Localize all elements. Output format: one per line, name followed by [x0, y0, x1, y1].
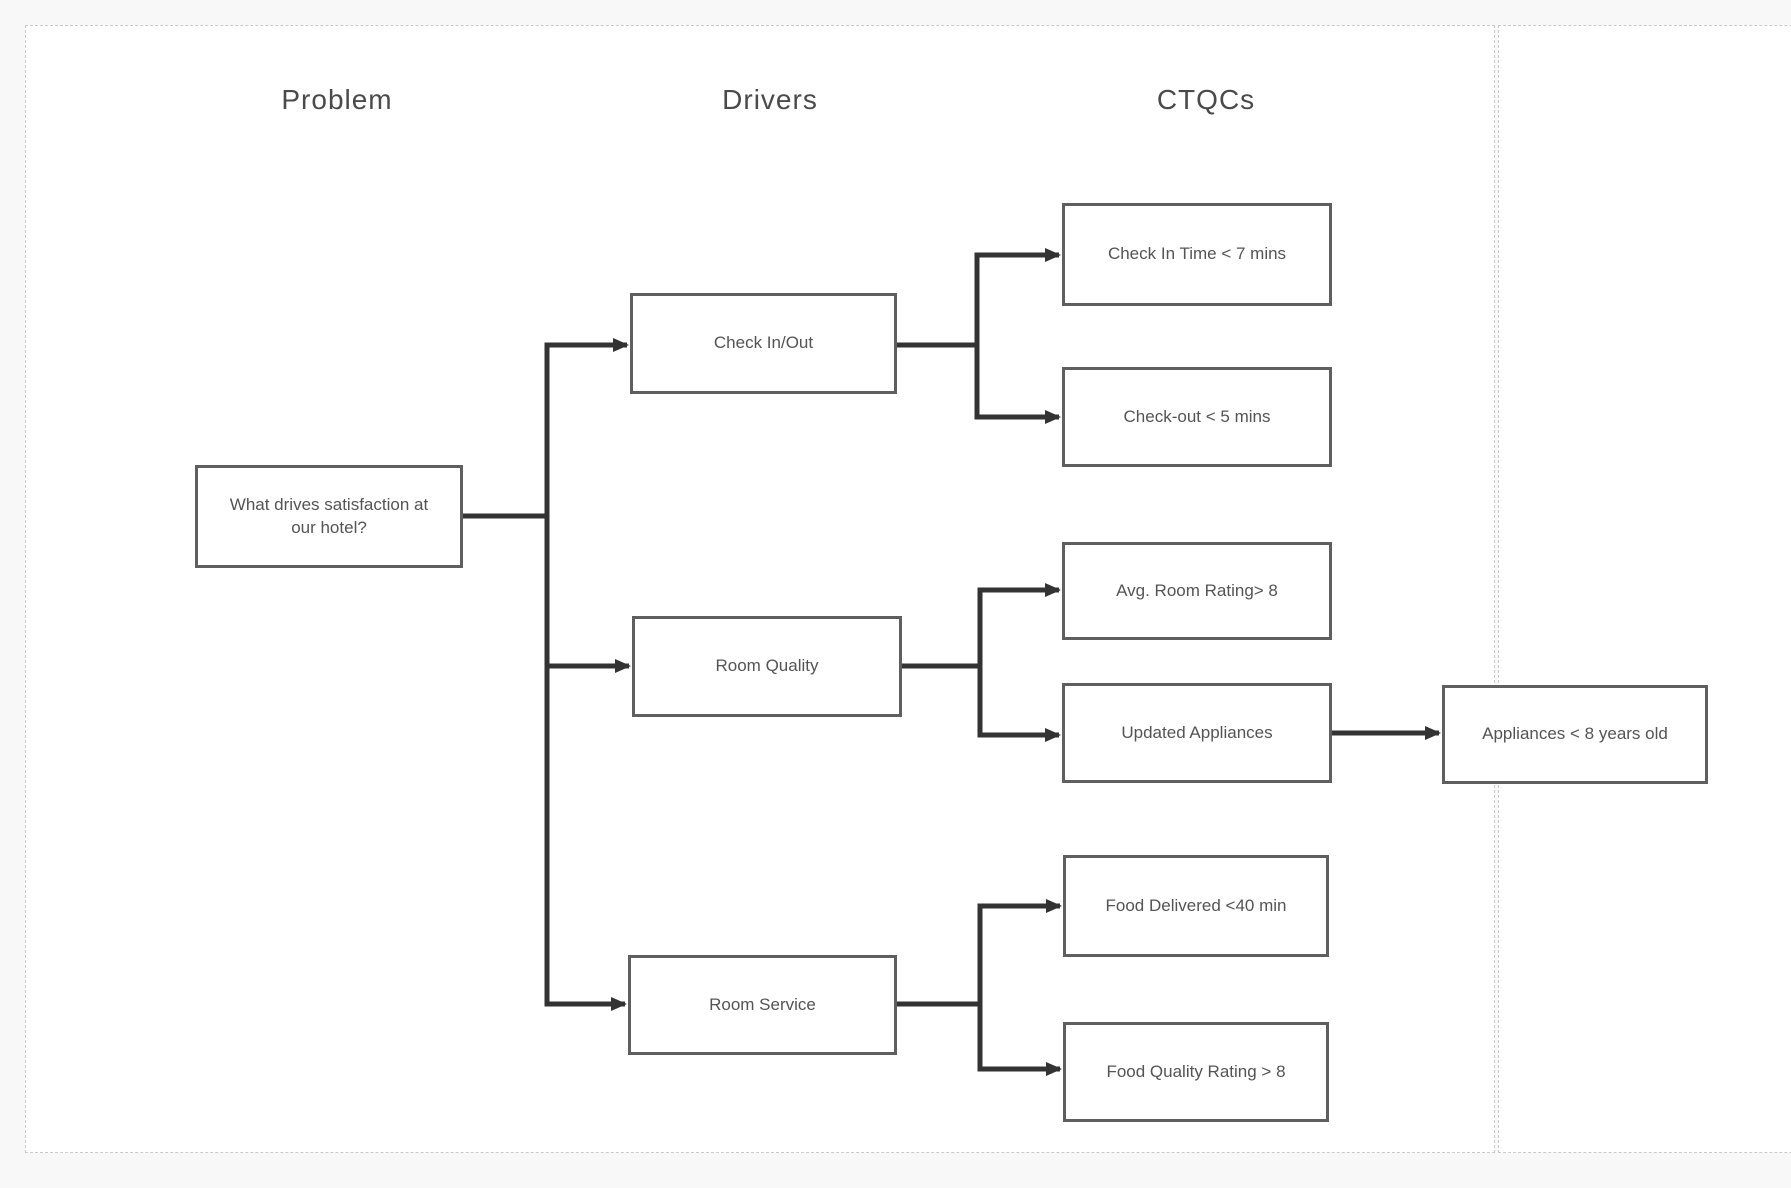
node-check-in-out[interactable]: Check In/Out: [630, 293, 897, 394]
node-avg-room-rating[interactable]: Avg. Room Rating> 8: [1062, 542, 1332, 640]
node-check-in-out-label: Check In/Out: [713, 333, 814, 353]
node-food-delivered[interactable]: Food Delivered <40 min: [1063, 855, 1329, 957]
node-food-delivered-label: Food Delivered <40 min: [1105, 895, 1287, 915]
column-header-drivers: Drivers: [722, 84, 818, 115]
node-food-quality[interactable]: Food Quality Rating > 8: [1063, 1022, 1329, 1122]
node-room-service[interactable]: Room Service: [628, 955, 897, 1055]
node-avg-room-rating-label: Avg. Room Rating> 8: [1116, 580, 1278, 600]
node-problem-label: What drives satisfaction at our hotel?: [229, 495, 429, 537]
node-room-service-label: Room Service: [709, 994, 816, 1014]
node-check-out-time-label: Check-out < 5 mins: [1123, 406, 1271, 426]
node-appliances-age-label: Appliances < 8 years old: [1482, 724, 1668, 744]
node-updated-appliances-label: Updated Appliances: [1121, 722, 1273, 742]
node-updated-appliances[interactable]: Updated Appliances: [1062, 683, 1332, 783]
canvas-page-2: [1498, 25, 1791, 1153]
node-room-quality-label: Room Quality: [715, 656, 819, 676]
node-appliances-age[interactable]: Appliances < 8 years old: [1442, 685, 1708, 784]
column-header-problem: Problem: [281, 84, 393, 115]
node-food-quality-label: Food Quality Rating > 8: [1106, 1061, 1286, 1081]
node-room-quality[interactable]: Room Quality: [632, 616, 902, 717]
node-problem[interactable]: What drives satisfaction at our hotel?: [195, 465, 463, 568]
node-check-in-time-label: Check In Time < 7 mins: [1107, 244, 1287, 264]
column-header-ctqcs: CTQCs: [1156, 84, 1256, 115]
node-check-in-time[interactable]: Check In Time < 7 mins: [1062, 203, 1332, 306]
node-check-out-time[interactable]: Check-out < 5 mins: [1062, 367, 1332, 467]
